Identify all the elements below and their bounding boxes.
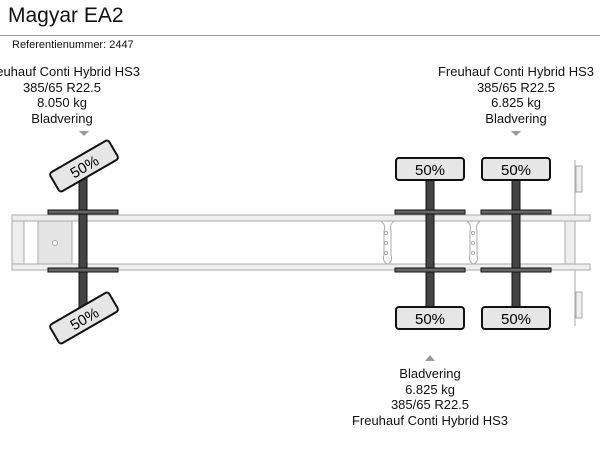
rear-axle-1: 50% 50% <box>394 157 466 330</box>
divider <box>0 35 600 36</box>
reference-number: Referentienummer: 2447 <box>12 39 134 51</box>
chassis <box>11 160 591 326</box>
rear-axle-1-info: Bladvering 6.825 kg 385/65 R22.5 Freuhau… <box>320 366 540 428</box>
tyre-size: 385/65 R22.5 <box>390 397 470 412</box>
tyre-size: 385/65 R22.5 <box>476 79 556 95</box>
front-axle-info: Freuhauf Conti Hybrid HS3 385/65 R22.5 8… <box>0 64 172 126</box>
tyre <box>395 157 465 181</box>
rear-axle-2-info: Freuhauf Conti Hybrid HS3 385/65 R22.5 6… <box>406 64 600 126</box>
tyre <box>481 306 551 330</box>
rear-axle-2: 50% 50% <box>480 157 552 330</box>
load-pct: 50% <box>501 311 531 328</box>
load-pct: 50% <box>501 162 531 179</box>
arrow-down-icon <box>511 131 521 136</box>
page-title: Magyar EA2 <box>8 4 124 27</box>
suspension: Bladvering <box>485 110 547 126</box>
tyre-brand: Freuhauf Conti Hybrid HS3 <box>351 412 509 428</box>
suspension: Bladvering <box>31 110 93 126</box>
tyre-brand: Freuhauf Conti Hybrid HS3 <box>0 64 141 79</box>
tyre <box>395 306 465 330</box>
tyre-brand: Freuhauf Conti Hybrid HS3 <box>437 64 595 79</box>
load-pct: 50% <box>415 162 445 179</box>
arrow-down-icon <box>79 131 89 136</box>
load-pct: 50% <box>415 311 445 328</box>
axle-load: 6.825 kg <box>491 95 541 110</box>
axle-load: 6.825 kg <box>405 381 455 397</box>
suspension: Bladvering <box>399 366 461 381</box>
axle-load: 8.050 kg <box>37 95 87 110</box>
tyre <box>481 157 551 181</box>
tyre-size: 385/65 R22.5 <box>22 79 102 95</box>
arrow-up-icon <box>425 355 435 361</box>
